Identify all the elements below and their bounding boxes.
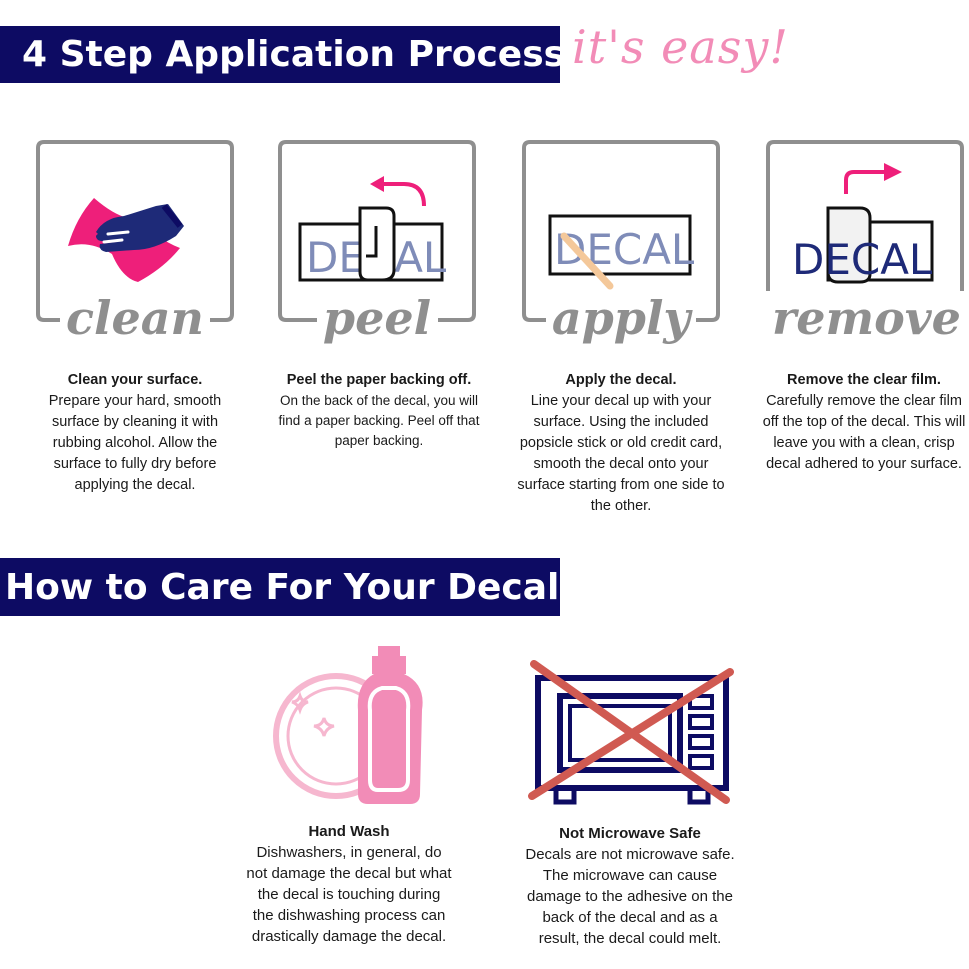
step-peel-body: On the back of the decal, you will find …: [278, 393, 480, 448]
hand-wiping-cloth-icon: [68, 198, 184, 282]
step-clean-description: Clean your surface. Prepare your hard, s…: [30, 370, 240, 496]
microwave-description: Not Microwave Safe Decals are not microw…: [524, 823, 736, 949]
hand-wash-description: Hand Wash Dishwashers, in general, do no…: [246, 821, 452, 947]
tagline: it's easy!: [572, 20, 789, 74]
application-process-title: 4 Step Application Process: [22, 34, 566, 75]
step-clean-card: clean: [36, 140, 234, 345]
hand-wash-heading: Hand Wash: [308, 823, 390, 840]
apply-decal-icon: DECAL: [548, 214, 694, 290]
step-remove-description: Remove the clear film. Carefully remove …: [758, 370, 969, 475]
step-remove-word: remove: [766, 291, 967, 345]
step-apply-description: Apply the decal. Line your decal up with…: [514, 370, 728, 517]
step-remove-body: Carefully remove the clear film off the …: [762, 393, 966, 472]
remove-film-icon: DECAL: [792, 163, 934, 284]
step-peel-word: peel: [316, 291, 438, 345]
dish-soap-icon: [273, 646, 423, 804]
step-peel-heading: Peel the paper backing off.: [286, 372, 472, 388]
step-remove-heading: Remove the clear film.: [787, 372, 941, 388]
step-clean-word: clean: [60, 291, 210, 345]
step-apply-word: apply: [545, 291, 697, 345]
step-remove-card: DECAL remove: [766, 140, 967, 345]
step-clean-heading: Clean your surface.: [67, 372, 203, 388]
step-clean-body: Prepare your hard, smooth surface by cle…: [48, 393, 222, 493]
peel-backing-icon: DECAL: [298, 176, 446, 282]
remove-decal-text: DECAL: [792, 235, 933, 284]
microwave-heading: Not Microwave Safe: [559, 825, 701, 842]
step-peel-card: DECAL peel: [278, 140, 476, 345]
hand-wash-body: Dishwashers, in general, do not damage t…: [246, 844, 452, 945]
application-process-banner: 4 Step Application Process: [0, 26, 565, 83]
no-microwave-icon: [528, 660, 734, 805]
step-peel-description: Peel the paper backing off. On the back …: [272, 370, 486, 451]
step-apply-card: DECAL apply: [522, 140, 720, 345]
step-apply-body: Line your decal up with your surface. Us…: [517, 393, 725, 514]
step-apply-heading: Apply the decal.: [565, 372, 677, 388]
care-banner: How to Care For Your Decal: [0, 558, 560, 616]
microwave-body: Decals are not microwave safe. The micro…: [525, 846, 735, 947]
care-title: How to Care For Your Decal: [5, 567, 560, 608]
